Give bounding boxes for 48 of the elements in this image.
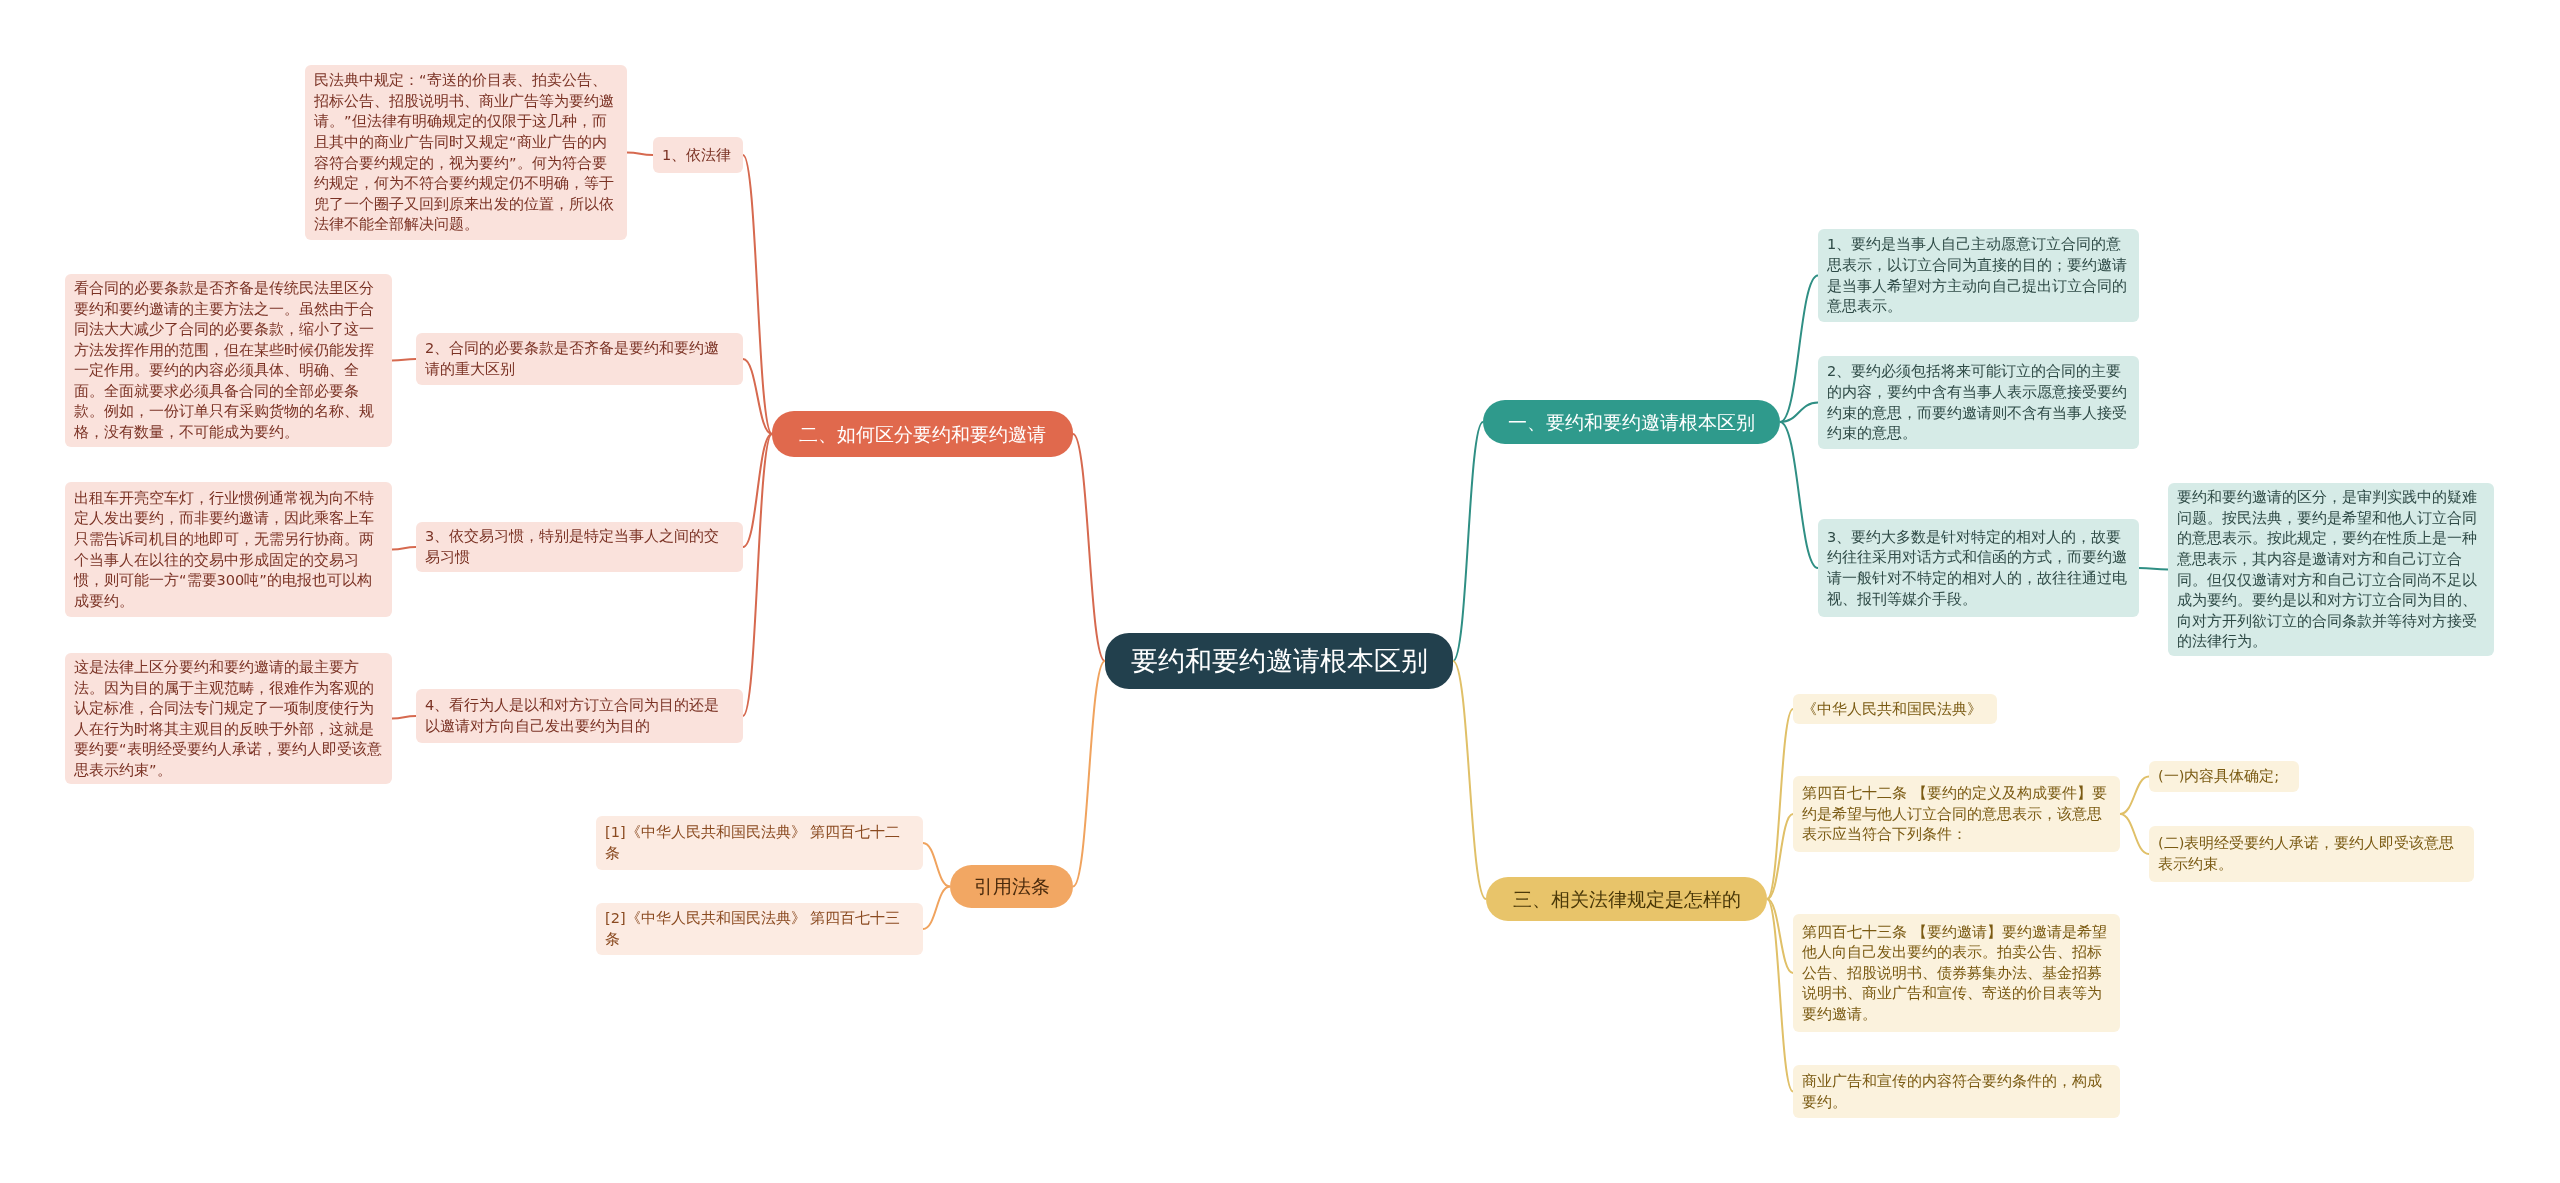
- text-box: 要约和要约邀请的区分，是审判实践中的疑难问题。按民法典，要约是希望和他人订立合同的意思表示。按此规定，要约在性质上是一种意思表示，其内容是邀请对方和自己订立合同。但仅仅邀请对方和自己订立合同尚不足以成为要约。要约是以和对方订立合同为目的、向对方开列欲订立的合同条款并等待对方接受的法律行为。: [2168, 483, 2494, 656]
- connector-line: [1779, 421, 1819, 569]
- text-box: 看合同的必要条款是否齐备是传统民法里区分要约和要约邀请的主要方法之一。虽然由于合同法大大减少了合同的必要条款，缩小了这一方法发挥作用的范围，但在某些时候仍能发挥一定作用。要约的内容必须具体、明确、全面。全面就要求必须具备合同的全部必要条款。例如，一份订单只有采购货物的名称、规格，没有数量，不可能成为要约。: [65, 274, 392, 447]
- text-box: 第四百七十二条 【要约的定义及构成要件】要约是希望与他人订立合同的意思表示，该意思表示应当符合下列条件：: [1793, 776, 2120, 852]
- text-box: (二)表明经受要约人承诺，要约人即受该意思表示约束。: [2149, 826, 2474, 882]
- text-box: 这是法律上区分要约和要约邀请的最主要方法。因为目的属于主观范畴，很难作为客观的认定标准，合同法专门规定了一项制度使行为人在行为时将其主观目的反映于外部，这就是要约要“表明经受要约人承诺，要约人即受该意思表示约束”。: [65, 653, 392, 785]
- text-box: 1、依法律: [653, 137, 743, 173]
- branch-box: 三、相关法律规定是怎样的: [1486, 877, 1767, 921]
- connector-line: [742, 358, 773, 435]
- connector-line: [391, 358, 417, 362]
- text-box: 3、依交易习惯，特别是特定当事人之间的交易习惯: [416, 522, 743, 572]
- text-box: 2、要约必须包括将来可能订立的合同的主要的内容，要约中含有当事人表示愿意接受要约约束的意思，而要约邀请则不含有当事人接受约束的意思。: [1818, 356, 2139, 449]
- topic-box: 要约和要约邀请根本区别: [1105, 633, 1453, 689]
- connector-line: [742, 433, 773, 717]
- connector-line: [2138, 567, 2169, 571]
- text-box: 2、合同的必要条款是否齐备是要约和要约邀请的重大区别: [416, 333, 743, 385]
- branch-box: 二、如何区分要约和要约邀请: [772, 411, 1073, 457]
- connector-line: [1072, 660, 1106, 888]
- connector-line: [1452, 421, 1484, 662]
- text-box: 第四百七十三条 【要约邀请】要约邀请是希望他人向自己发出要约的表示。拍卖公告、招标公告、招股说明书、债券募集办法、基金招募说明书、商业广告和宣传、寄送的价目表等为要约邀请。: [1793, 914, 2120, 1032]
- text-box: 商业广告和宣传的内容符合要约条件的，构成要约。: [1793, 1065, 2120, 1118]
- text-box: (一)内容具体确定;: [2149, 761, 2299, 792]
- connector-line: [2119, 775, 2150, 815]
- connector-line: [1766, 898, 1794, 974]
- text-box: 3、要约大多数是针对特定的相对人的，故要约往往采用对话方式和信函的方式，而要约邀请一般针对不特定的相对人的，故往往通过电视、报刊等媒介手段。: [1818, 519, 2139, 617]
- connector-line: [1452, 660, 1487, 900]
- connector-line: [626, 151, 654, 156]
- connector-line: [2119, 813, 2150, 855]
- branch-box: 一、要约和要约邀请根本区别: [1483, 400, 1780, 444]
- branch-box: 引用法条: [950, 865, 1073, 908]
- text-box: 《中华人民共和国民法典》: [1793, 694, 1997, 724]
- text-box: 1、要约是当事人自己主动愿意订立合同的意思表示，以订立合同为直接的目的；要约邀请是当事人希望对方主动向自己提出订立合同的意思表示。: [1818, 229, 2139, 322]
- text-box: 4、看行为人是以和对方订立合同为目的还是以邀请对方向自己发出要约为目的: [416, 689, 743, 743]
- connector-line: [1072, 433, 1106, 662]
- connector-line: [391, 715, 417, 720]
- text-box: 民法典中规定：“寄送的价目表、拍卖公告、招标公告、招股说明书、商业广告等为要约邀请。”但法律有明确规定的仅限于这几种，而且其中的商业广告同时又规定“商业广告的内容符合要约规定的，视为要约”。何为符合要约规定，何为不符合要约规定仍不明确，等于兜了一个圈子又回到原来出发的位置，所以依法律不能全部解决问题。: [305, 65, 627, 240]
- connector-line: [1766, 898, 1794, 1093]
- connector-line: [922, 885, 951, 930]
- connector-line: [1779, 401, 1819, 423]
- connector-line: [922, 842, 951, 888]
- connector-line: [391, 546, 417, 551]
- text-box: [2]《中华人民共和国民法典》 第四百七十三条: [596, 903, 923, 955]
- connector-line: [1766, 813, 1794, 900]
- connector-line: [742, 154, 773, 435]
- connector-line: [742, 433, 773, 548]
- connector-line: [1779, 274, 1819, 423]
- text-box: 出租车开亮空车灯，行业惯例通常视为向不特定人发出要约，而非要约邀请，因此乘客上车只需告诉司机目的地即可，无需另行协商。两个当事人在以往的交易中形成固定的交易习惯，则可能一方“需要300吨”的电报也可以构成要约。: [65, 482, 392, 617]
- text-box: [1]《中华人民共和国民法典》 第四百七十二条: [596, 816, 923, 870]
